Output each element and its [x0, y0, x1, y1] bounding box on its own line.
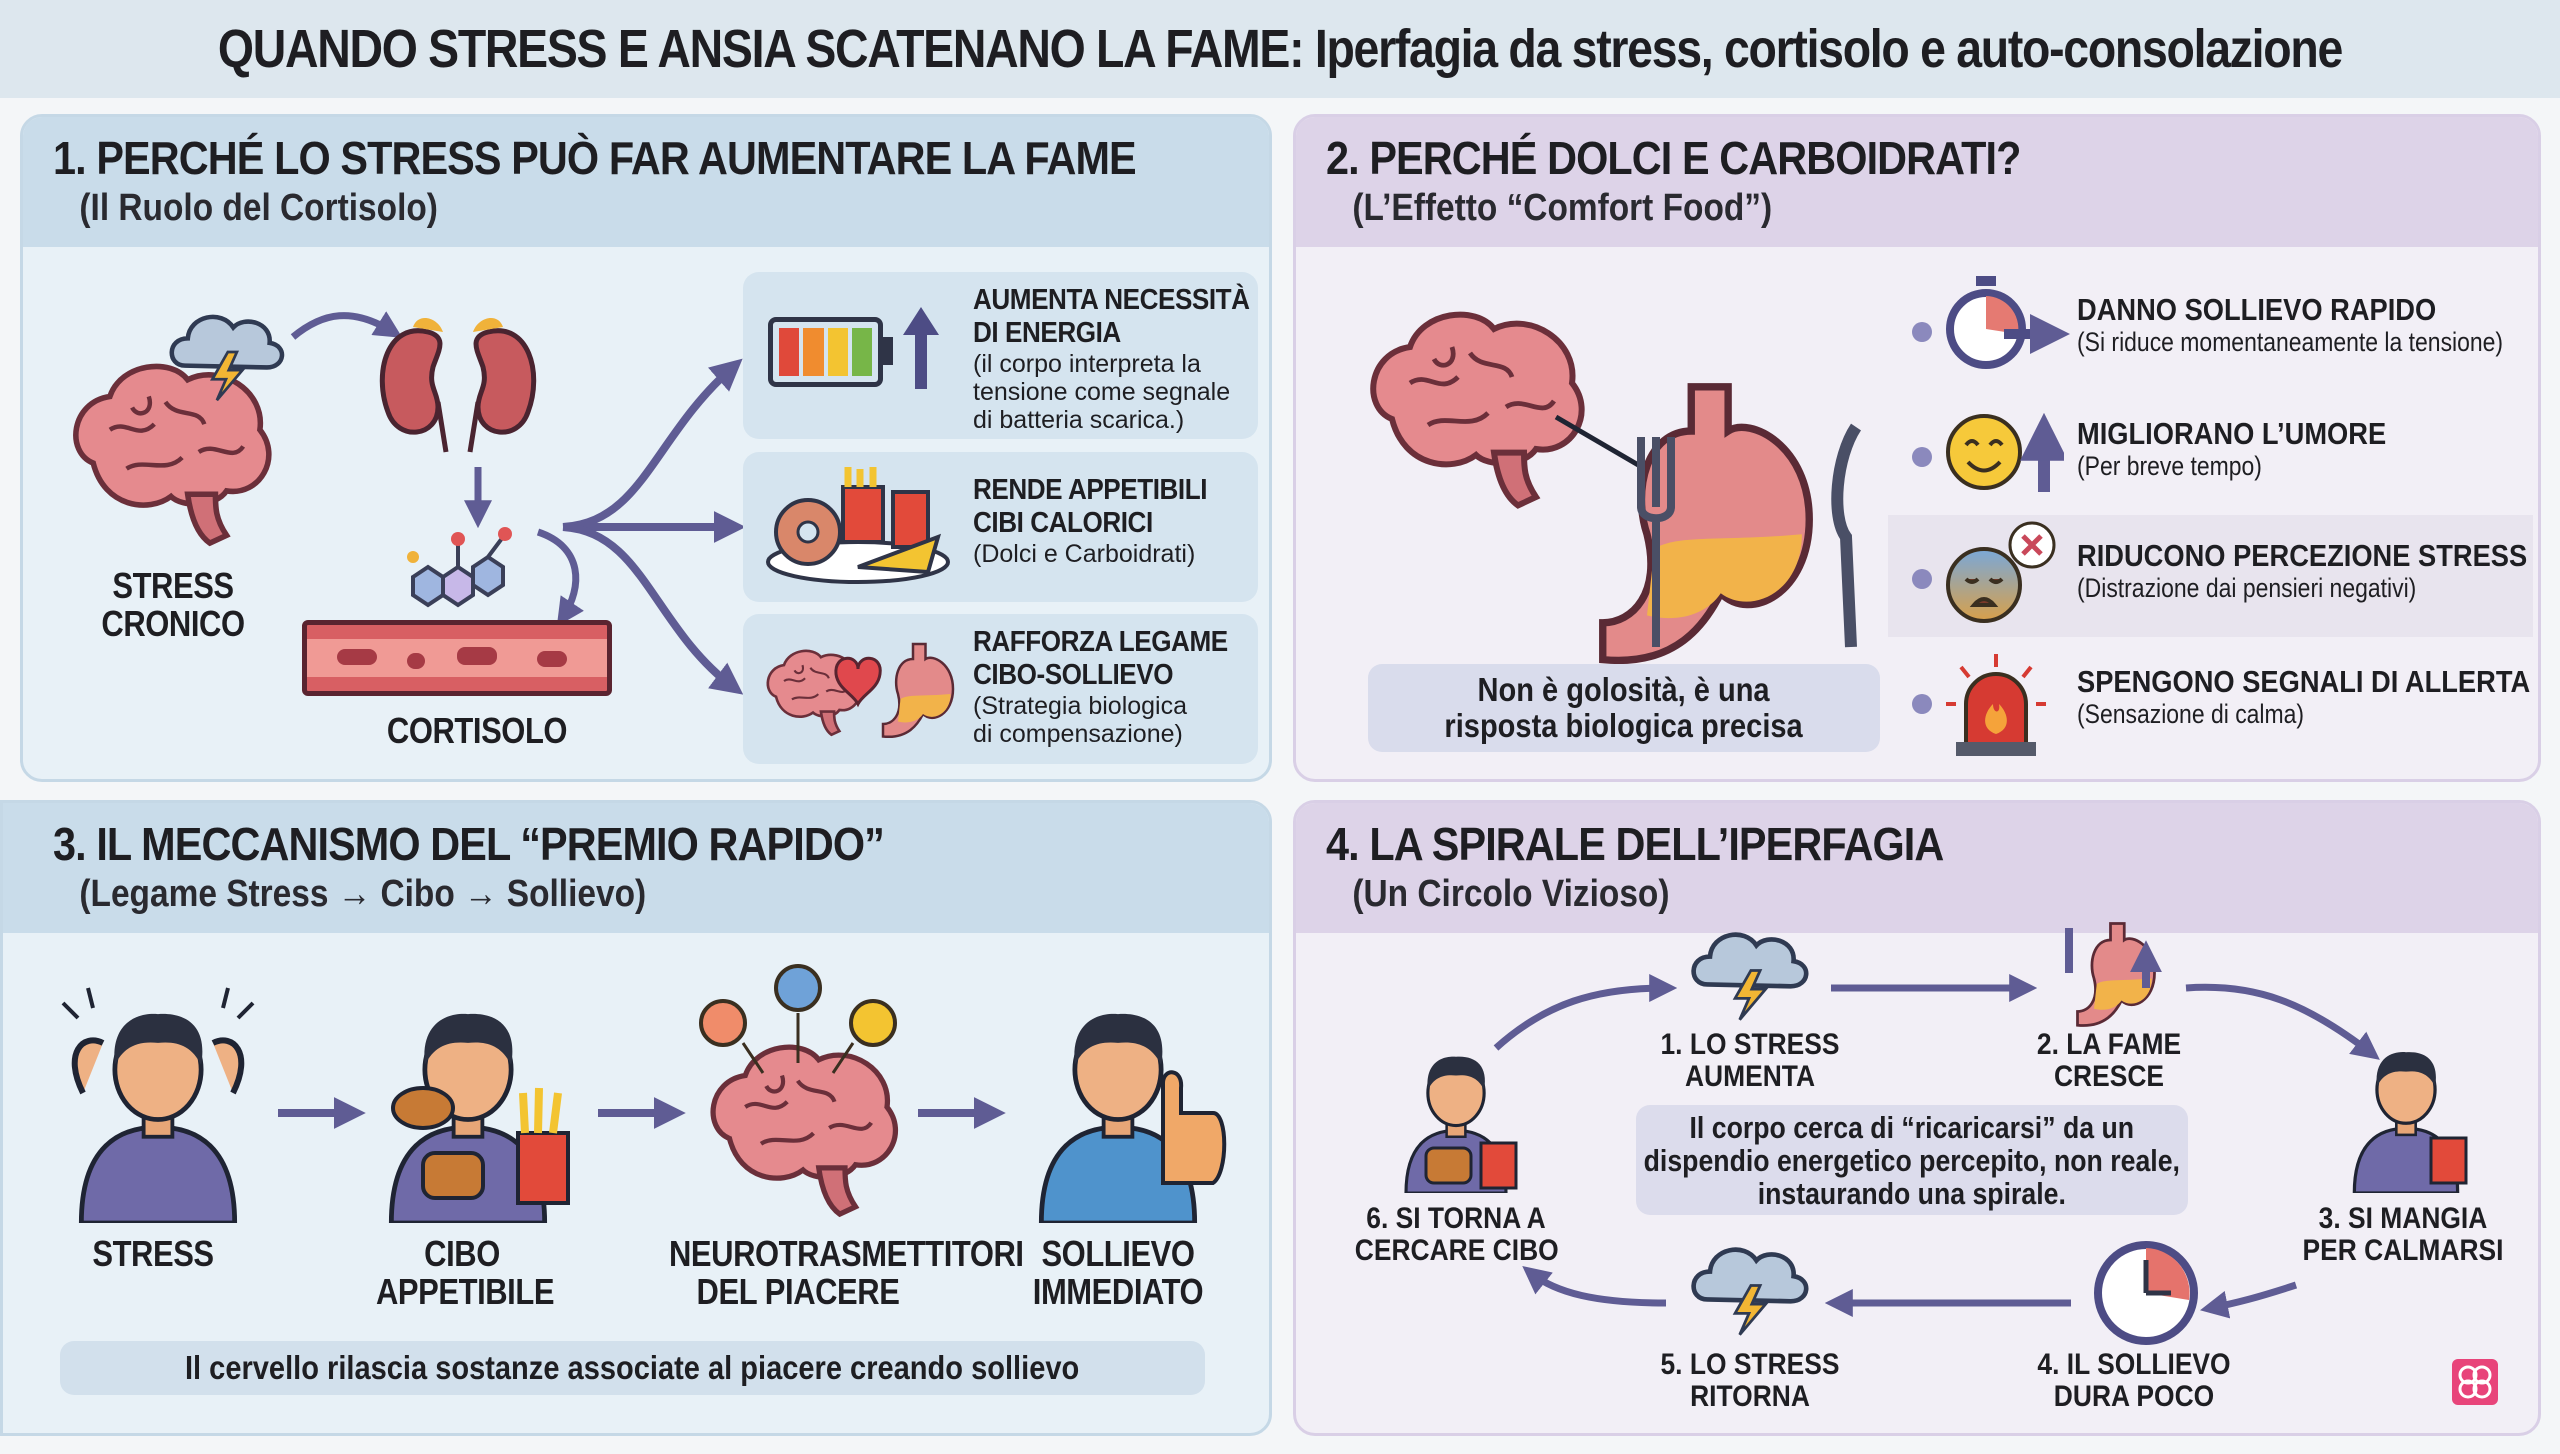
stressed-face-icon — [1946, 521, 2056, 623]
page-title: QUANDO STRESS E ANSIA SCATENANO LA FAME:… — [217, 19, 2343, 79]
kidneys-icon — [379, 317, 537, 453]
panel-title: 4. LA SPIRALE DELL’IPERFAGIA — [1326, 818, 1944, 870]
panel-header: 2. PERCHÉ DOLCI E CARBOIDRATI? (L’Effett… — [1296, 117, 2538, 247]
card-subtitle: tensione come segnale — [973, 378, 1231, 406]
brand-logo-icon — [2452, 1359, 2498, 1405]
cycle-arrows — [1493, 974, 2380, 1319]
card-subtitle: di compensazione) — [973, 720, 1183, 748]
title-bar: QUANDO STRESS E ANSIA SCATENANO LA FAME:… — [0, 0, 2560, 98]
effect-card: RENDE APPETIBILI CIBI CALORICI (Dolci e … — [743, 452, 1258, 602]
panel-comfort-food: 2. PERCHÉ DOLCI E CARBOIDRATI? (L’Effett… — [1293, 114, 2541, 782]
hungry-stomach-icon — [2065, 922, 2166, 1027]
card-subtitle: (il corpo interpreta la — [973, 350, 1201, 378]
benefit-item: DANNO SOLLIEVO RAPIDO (Si riduce momenta… — [2077, 292, 2538, 358]
smiley-icon — [1946, 412, 2064, 492]
brain-neurotransmitters-icon — [699, 964, 923, 1223]
benefit-title: SPENGONO SEGNALI DI ALLERTA — [2077, 664, 2531, 699]
panel-title: 1. PERCHÉ LO STRESS PUÒ FAR AUMENTARE LA… — [53, 132, 1137, 184]
benefit-subtitle: (Si riduce momentaneamente la tensione) — [2077, 327, 2504, 357]
card-title: AUMENTA NECESSITÀ — [973, 284, 1250, 316]
arrow-right-icon — [598, 1097, 686, 1129]
relieved-person-icon — [1013, 973, 1227, 1223]
step-label: STRESS — [92, 1233, 214, 1274]
bullet-dot — [1912, 569, 1932, 589]
card-title: CIBO-SOLLIEVO — [973, 659, 1174, 691]
card-subtitle: (Dolci e Carboidrati) — [973, 540, 1196, 568]
effect-card: RAFFORZA LEGAME CIBO-SOLLIEVO (Strategia… — [743, 614, 1258, 764]
benefit-title: MIGLIORANO L’UMORE — [2077, 416, 2387, 451]
panel-header: 1. PERCHÉ LO STRESS PUÒ FAR AUMENTARE LA… — [23, 117, 1269, 247]
person-eating-icon — [353, 973, 570, 1223]
benefit-item: MIGLIORANO L’UMORE (Per breve tempo) — [2077, 416, 2428, 482]
panel-subtitle: (Legame Stress → Cibo → Sollievo) — [79, 873, 647, 915]
panel-header: 3. IL MECCANISMO DEL “PREMIO RAPIDO” (Le… — [3, 803, 1269, 933]
junk-food-icon — [766, 467, 950, 584]
bullet-dot — [1912, 694, 1932, 714]
stressed-person-icon — [61, 987, 255, 1223]
effect-card: AUMENTA NECESSITÀ DI ENERGIA (il corpo i… — [743, 272, 1258, 439]
person-eating-icon — [2352, 1050, 2468, 1193]
benefit-item: SPENGONO SEGNALI DI ALLERTA (Sensazione … — [2077, 664, 2538, 730]
alarm-siren-icon — [1946, 654, 2046, 756]
storm-cloud-icon — [1684, 918, 1814, 1023]
stopwatch-icon — [1946, 276, 2070, 369]
card-title: RENDE APPETIBILI — [973, 474, 1208, 506]
panel-title: 2. PERCHÉ DOLCI E CARBOIDRATI? — [1326, 132, 2021, 184]
benefit-subtitle: (Per breve tempo) — [2077, 451, 2262, 481]
panel-subtitle: (L’Effetto “Comfort Food”) — [1352, 187, 1773, 229]
benefit-item: RIDUCONO PERCEZIONE STRESS (Distrazione … — [2077, 538, 2538, 604]
flow-arrows — [290, 311, 746, 695]
card-title: RAFFORZA LEGAME — [973, 626, 1228, 658]
card-title: DI ENERGIA — [973, 317, 1121, 349]
blood-vessel — [302, 620, 612, 696]
arrow-right-icon — [918, 1097, 1006, 1129]
benefit-title: RIDUCONO PERCEZIONE STRESS — [2077, 538, 2528, 573]
card-subtitle: di batteria scarica.) — [973, 406, 1185, 434]
bullet-dot — [1912, 322, 1932, 342]
brain-heart-stomach-icon — [766, 642, 955, 739]
panel-subtitle: (Un Circolo Vizioso) — [1352, 873, 1670, 915]
clock-icon — [2094, 1241, 2198, 1345]
panel-title: 3. IL MECCANISMO DEL “PREMIO RAPIDO” — [53, 818, 885, 870]
card-subtitle: (Strategia biologica — [973, 692, 1188, 720]
cortisol-label: CORTISOLO — [386, 710, 568, 751]
brain-stomach-cutlery-icon — [1356, 297, 1862, 667]
cortisol-molecule-icon — [407, 527, 512, 608]
benefit-subtitle: (Sensazione di calma) — [2077, 699, 2305, 729]
panel-subtitle: (Il Ruolo del Cortisolo) — [79, 187, 438, 229]
benefit-subtitle: (Distrazione dai pensieri negativi) — [2077, 573, 2417, 603]
panel-cortisol: 1. PERCHÉ LO STRESS PUÒ FAR AUMENTARE LA… — [20, 114, 1272, 782]
arrow-right-icon — [278, 1097, 366, 1129]
bullet-dot — [1912, 447, 1932, 467]
panel-header: 4. LA SPIRALE DELL’IPERFAGIA (Un Circolo… — [1296, 803, 2538, 933]
storm-cloud-icon — [1684, 1233, 1814, 1338]
battery-icon — [768, 317, 883, 387]
panel-spiral: 4. LA SPIRALE DELL’IPERFAGIA (Un Circolo… — [1293, 800, 2541, 1436]
person-eating-icon — [1404, 1054, 1518, 1193]
benefit-title: DANNO SOLLIEVO RAPIDO — [2077, 292, 2437, 327]
panel-reward: 3. IL MECCANISMO DEL “PREMIO RAPIDO” (Le… — [0, 800, 1272, 1436]
card-title: CIBI CALORICI — [973, 507, 1153, 539]
arrow-up-icon — [903, 307, 939, 335]
reward-note: Il cervello rilascia sostanze associate … — [60, 1341, 1205, 1395]
